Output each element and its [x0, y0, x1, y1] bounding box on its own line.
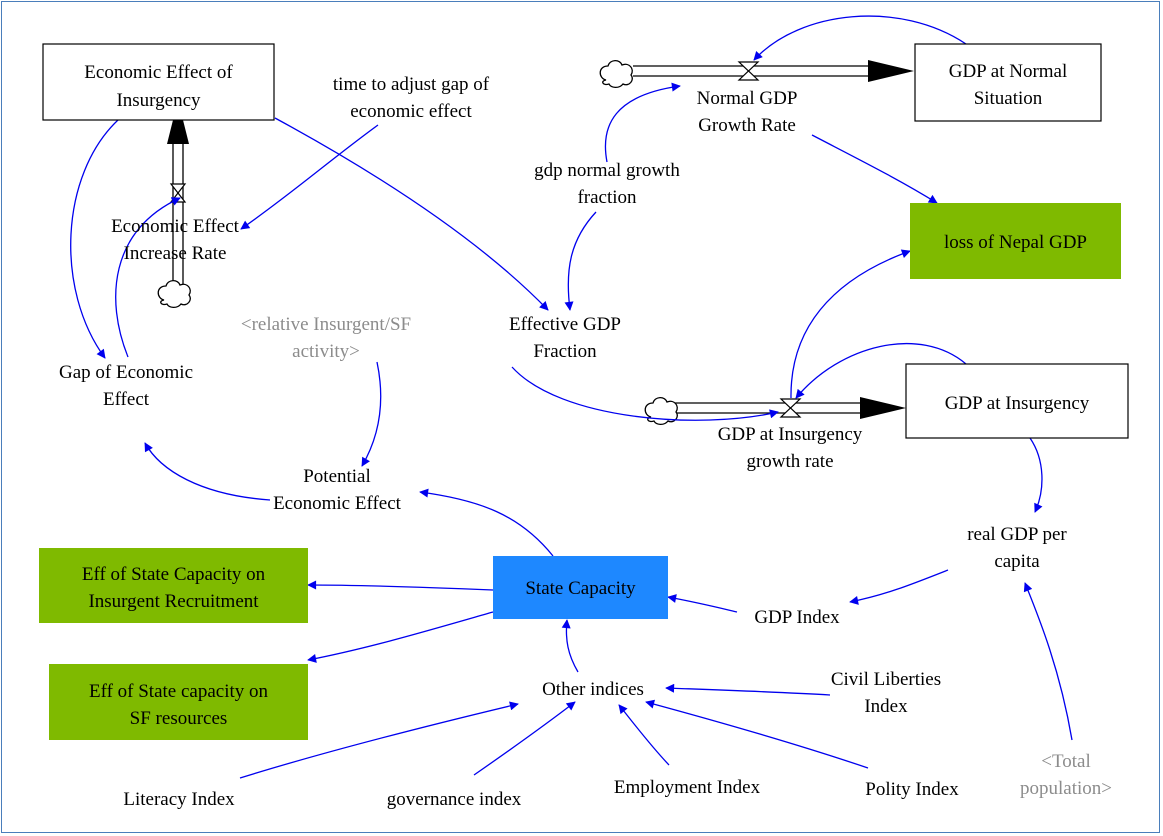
link-employment-to-other — [618, 704, 670, 766]
link-total-population-to-real-gdp — [1023, 582, 1073, 741]
link-gdp-normal-to-normal-rate — [753, 15, 967, 61]
output-loss-of-nepal-gdp[interactable]: loss of Nepal GDP — [910, 203, 1121, 279]
var-gdp-index[interactable]: GDP Index — [754, 607, 840, 628]
source-cloud-icon — [157, 279, 191, 309]
link-relative-activity-to-potential — [361, 361, 382, 467]
link-governance-to-other — [473, 701, 576, 776]
link-insurgency-rate-to-loss — [790, 249, 911, 399]
link-gdp-insurgency-to-rate — [795, 343, 967, 399]
flow-arrowhead-icon — [167, 100, 189, 144]
flow-arrowhead-icon — [868, 60, 914, 82]
link-economic-effect-to-gap — [70, 119, 119, 359]
output-label: loss of Nepal GDP — [944, 232, 1087, 253]
link-gdp-insurgency-to-real-gdp — [1029, 437, 1043, 513]
flow-gdp-insurgency-pipe — [644, 396, 906, 426]
var-other-indices[interactable]: Other indices — [542, 679, 644, 700]
link-economic-effect-to-effective-gdp — [274, 117, 549, 311]
hub-state-capacity[interactable]: State Capacity — [493, 556, 668, 619]
valve-icon — [737, 61, 760, 72]
link-gdp-normal-fraction-to-normal-rate — [604, 82, 681, 163]
link-state-capacity-to-sf-resources — [307, 611, 494, 663]
link-potential-to-gap — [144, 442, 271, 501]
var-employment-index[interactable]: Employment Index — [614, 777, 761, 798]
link-civil-liberties-to-other — [665, 683, 831, 696]
flow-economic-effect-pipe — [157, 100, 191, 309]
stock-label: GDP at Insurgency — [945, 393, 1090, 414]
link-real-gdp-to-gdp-index — [849, 569, 949, 605]
link-gdp-normal-fraction-to-effective-gdp — [564, 211, 597, 311]
stock-gdp-at-insurgency[interactable]: GDP at Insurgency — [905, 363, 1129, 439]
flow-arrowhead-icon — [860, 397, 906, 419]
var-literacy-index[interactable]: Literacy Index — [123, 789, 235, 810]
link-polity-to-other — [645, 699, 869, 769]
link-normal-rate-to-loss — [811, 134, 938, 204]
link-literacy-to-other — [239, 701, 519, 779]
link-time-adjust-to-increase-rate — [240, 124, 379, 230]
source-cloud-icon — [644, 396, 678, 426]
valve-icon — [779, 398, 802, 409]
hub-label: State Capacity — [525, 578, 636, 599]
var-polity-index[interactable]: Polity Index — [865, 779, 959, 800]
source-cloud-icon — [599, 59, 633, 89]
link-state-capacity-to-recruitment — [307, 580, 494, 591]
var-governance-index[interactable]: governance index — [387, 789, 522, 810]
valve-icon — [169, 183, 187, 194]
link-gdp-index-to-state-capacity — [667, 594, 738, 613]
causal-links — [70, 15, 1073, 779]
link-gap-to-increase-rate — [115, 197, 181, 358]
link-other-indices-to-state-capacity — [561, 619, 579, 673]
link-effective-gdp-to-insurgency-rate — [511, 366, 779, 421]
flow-normal-gdp-pipe — [599, 59, 914, 89]
link-state-capacity-to-potential — [419, 488, 554, 557]
